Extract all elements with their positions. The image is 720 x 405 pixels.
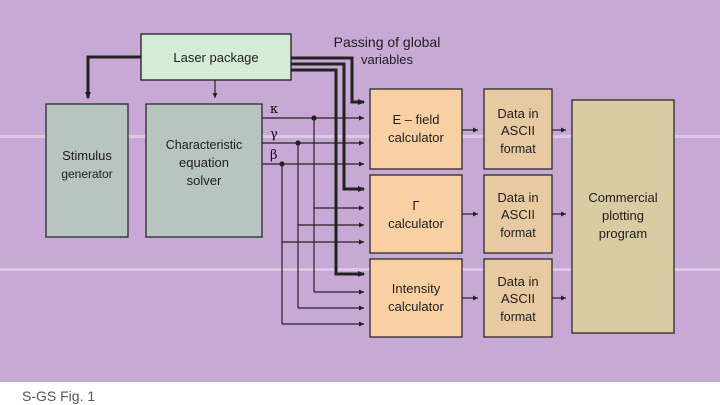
edge-laser-stimulus: [85, 55, 141, 99]
var-beta-label: β: [270, 148, 278, 163]
node-solver-label-1: Characteristic: [166, 138, 242, 152]
node-ascii2-label-1: Data in: [497, 190, 538, 205]
node-laser-label: Laser package: [173, 50, 258, 65]
edge-laser-gamma: [291, 62, 365, 192]
node-plotting-label-2: plotting: [602, 208, 644, 223]
junction-gamma: [295, 140, 301, 146]
node-characteristic-solver: Characteristic equation solver: [145, 103, 263, 238]
node-stimulus-label-2: generator: [61, 167, 112, 181]
node-ascii2-label-2: ASCII: [501, 207, 535, 222]
node-plotting-label-3: program: [599, 226, 647, 241]
node-ascii1-label-2: ASCII: [501, 123, 535, 138]
node-intensity-label-1: Intensity: [392, 281, 441, 296]
caption-divider: [0, 380, 720, 382]
node-ascii2-label-3: format: [500, 226, 536, 240]
flow-diagram: Laser package Stimulus generator Charact…: [45, 33, 675, 338]
node-commercial-plotting: Commercial plotting program: [571, 99, 675, 334]
figure-caption: S-GS Fig. 1: [22, 388, 96, 404]
node-intensity-calculator: Intensity calculator: [369, 258, 463, 338]
node-ascii-data-3: Data in ASCII format: [483, 258, 553, 338]
node-ascii1-label-3: format: [500, 142, 536, 156]
node-ascii3-label-3: format: [500, 310, 536, 324]
node-gamma-calculator: Γ calculator: [369, 174, 463, 254]
node-stimulus-label-1: Stimulus: [62, 148, 112, 163]
node-efield-label-2: calculator: [388, 130, 444, 145]
edge-laser-intensity: [291, 68, 365, 277]
node-ascii3-label-2: ASCII: [501, 291, 535, 306]
edge-laser-efield: [291, 56, 365, 105]
node-ascii-data-2: Data in ASCII format: [483, 174, 553, 254]
node-plotting-label-1: Commercial: [588, 190, 657, 205]
node-intensity-label-2: calculator: [388, 299, 444, 314]
node-gamma-label-2: calculator: [388, 216, 444, 231]
node-gamma-label-1: Γ: [412, 198, 419, 213]
node-ascii-data-1: Data in ASCII format: [483, 88, 553, 170]
annotation-global-variables-2: variables: [361, 52, 414, 67]
var-gamma-label: γ: [270, 127, 278, 142]
junction-beta: [279, 161, 285, 167]
junction-kappa: [311, 115, 317, 121]
var-kappa-label: κ: [270, 102, 278, 117]
node-efield-label-1: E – field: [393, 112, 440, 127]
node-laser-package: Laser package: [140, 33, 292, 81]
node-solver-label-3: solver: [187, 173, 222, 188]
node-ascii3-label-1: Data in: [497, 274, 538, 289]
node-efield-calculator: E – field calculator: [369, 88, 463, 170]
node-ascii1-label-1: Data in: [497, 106, 538, 121]
annotation-global-variables-1: Passing of global: [334, 34, 441, 50]
node-stimulus-generator: Stimulus generator: [45, 103, 129, 238]
node-solver-label-2: equation: [179, 155, 229, 170]
